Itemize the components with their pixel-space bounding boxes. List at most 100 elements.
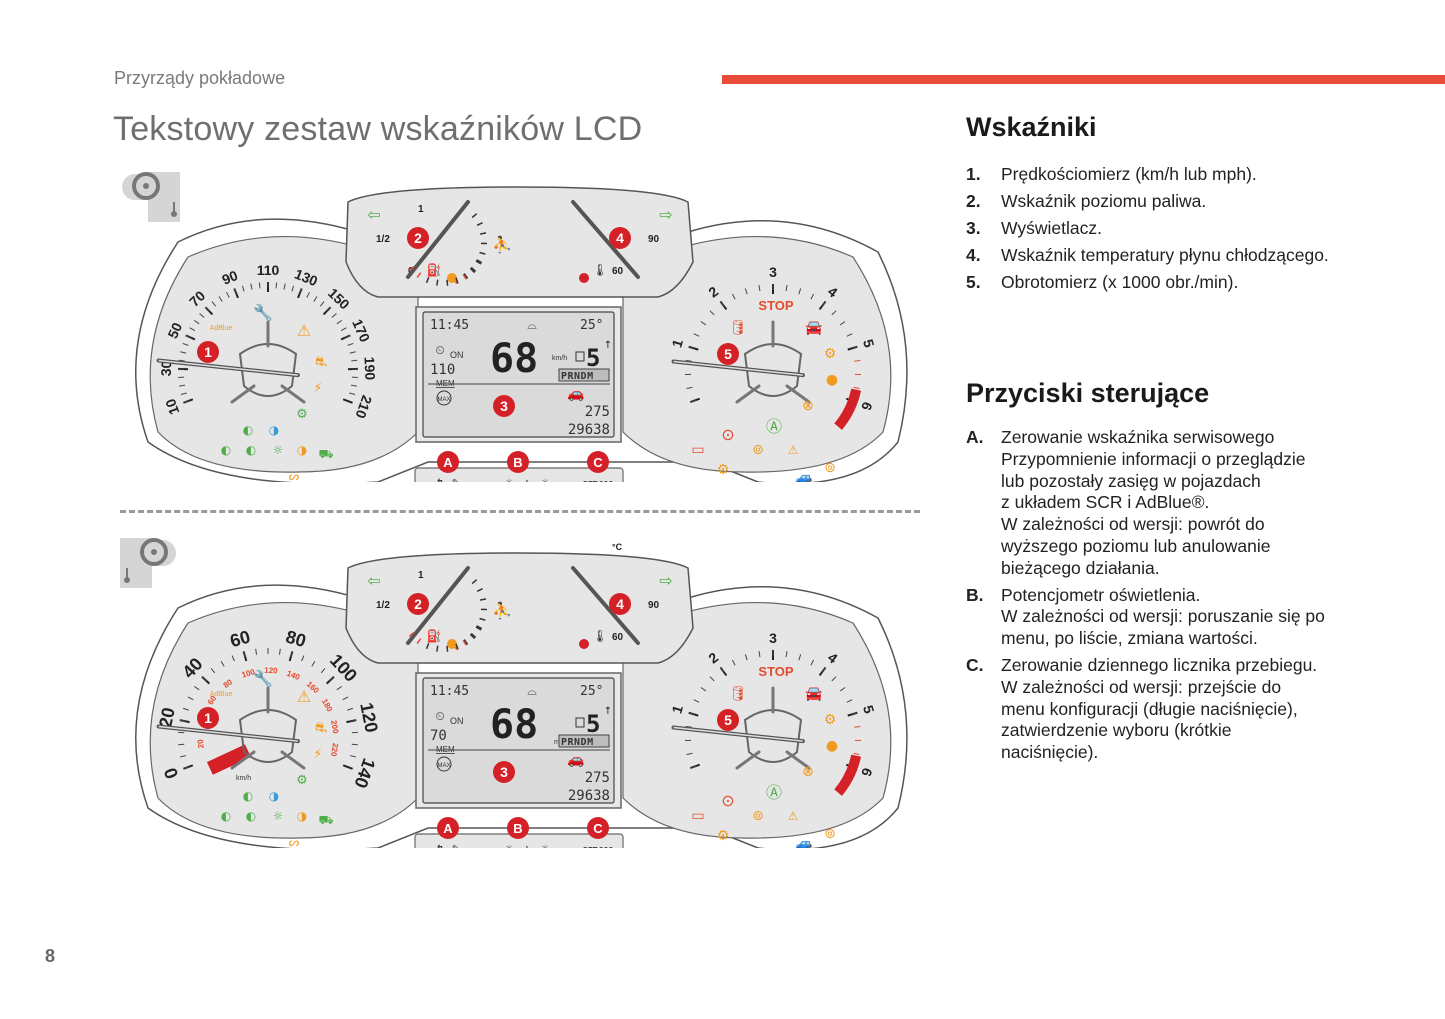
control-button-c[interactable]: CSET000: [583, 451, 614, 482]
button-label: ☼: [541, 844, 550, 848]
callout-number: 2: [414, 230, 422, 246]
item-line: wyższego poziomu lub anulowanie: [1001, 535, 1271, 556]
speedometer-kmh-label: 120: [264, 666, 278, 676]
vehicle-range-icon: 🚗: [567, 752, 584, 768]
front-fog-icon: ◐: [221, 809, 231, 823]
lane-assist-icon: ⚙: [296, 407, 308, 422]
lcd-range: 275: [585, 404, 610, 420]
item-line: W zależności od wersji: poruszanie się p…: [1001, 606, 1325, 627]
thermometer-bulb: [124, 577, 130, 583]
adblue-label: AdBlue: [210, 325, 233, 332]
item-number: A.: [966, 427, 984, 447]
button-callout: [437, 817, 459, 839]
speedometer-minor-tick: [180, 351, 187, 354]
main-beam-icon: ◑: [269, 789, 280, 803]
tachometer-minor-tick: [798, 654, 802, 661]
speedometer-minor-tick: [250, 283, 253, 290]
door-open-icon: 🚘: [805, 320, 823, 336]
item-number: 1.: [966, 164, 981, 184]
speedometer-minor-tick: [336, 319, 343, 325]
section-label: Przyrządy pokładowe: [114, 68, 286, 88]
callout-number: 1: [204, 344, 212, 360]
speedometer-tick-label: 30: [158, 360, 175, 376]
item-number: B.: [966, 584, 984, 605]
redline-zone: [834, 754, 862, 796]
stop-start-icon: Ⓐ: [766, 783, 782, 802]
button-letter: C: [593, 455, 603, 470]
tachometer-minor-tick: [744, 288, 748, 295]
auto-headlamp-icon: ◐: [243, 423, 253, 437]
button-label: -: [489, 844, 493, 848]
control-button-a[interactable]: A↰✎: [436, 451, 460, 482]
fuel-tick: [471, 213, 478, 219]
blind-spot-icon: ⛟: [318, 813, 333, 827]
lcd-speed-unit: km/h: [552, 355, 567, 362]
fuel-tick: [471, 579, 478, 585]
speedometer-minor-tick: [313, 296, 318, 302]
callout-badge: [717, 343, 739, 365]
control-button-b[interactable]: B-☼+☼: [489, 817, 550, 848]
speedometer-minor-tick: [199, 313, 205, 318]
tachometer-minor-tick: [854, 360, 861, 362]
control-button-a[interactable]: A↰✎: [436, 817, 460, 848]
callout-number: 3: [500, 764, 508, 780]
speedometer-tick-label: 190: [362, 356, 379, 380]
top-gauges-pod: [345, 186, 694, 298]
temp-tick: [470, 632, 477, 638]
speedometer-minor-tick: [331, 313, 337, 318]
callout-number: 4: [616, 230, 624, 246]
service-wrench-icon: 🔧: [253, 669, 273, 688]
callout-number: 3: [500, 398, 508, 414]
auto-wiper-icon: ⌓: [527, 684, 537, 698]
tachometer-stop-label: STOP: [758, 664, 793, 679]
esp-icon: 🚙: [795, 470, 812, 482]
button-label: ☼: [541, 478, 550, 482]
main-beam-icon: ◑: [269, 423, 280, 437]
turn-signal-left-icon: ⇦: [367, 205, 380, 224]
speedometer-minor-tick: [340, 327, 347, 332]
fuel-tick: [475, 260, 482, 265]
speedometer-face: [149, 235, 419, 473]
fuel-tick: [462, 273, 467, 280]
speedometer-minor-tick: [189, 327, 196, 332]
fuel-full-label: 1: [418, 570, 424, 581]
speedometer-minor-tick: [291, 285, 295, 292]
hub-spoke: [735, 384, 761, 404]
speedometer-minor-tick: [182, 342, 189, 346]
speedometer-minor-tick: [211, 301, 217, 307]
temp-tick: [416, 272, 422, 279]
indicators-section: Wskaźniki 1.Prędkościomierz (km/h lub mp…: [966, 112, 1386, 296]
lcd-cruise-speed: 70: [430, 728, 447, 744]
control-item-b: B. Potencjometr oświetlenia.W zależności …: [966, 585, 1386, 650]
item-text: Potencjometr oświetlenia.W zależności od…: [1001, 585, 1325, 650]
auto-wiper-icon: ⌓: [527, 318, 537, 332]
lcd-gear-modes: PRNDM: [561, 737, 594, 748]
needle-highlight: [673, 726, 803, 742]
fuel-pump-icon: ⛽: [427, 629, 442, 643]
gear-mode-strip: [558, 368, 610, 382]
callout-number: 5: [724, 712, 732, 728]
rear-fog-icon: ◑: [297, 443, 308, 457]
temp-tick: [425, 642, 430, 650]
speedometer-minor-tick: [329, 676, 335, 682]
tachometer-face: [622, 235, 892, 473]
steering-wheel-lhd-icon: [122, 172, 180, 222]
button-label: ✎: [452, 844, 460, 848]
tachometer-minor-tick: [839, 321, 846, 326]
seatbelt-icon: ⛹: [492, 601, 512, 620]
button-letter: A: [443, 455, 453, 470]
coolant-warning-light: [579, 273, 589, 283]
control-button-b[interactable]: B-☼+☼: [489, 451, 550, 482]
tachometer-minor-tick: [821, 667, 826, 673]
rear-fog-icon: ◑: [297, 809, 308, 823]
button-label: SET: [583, 480, 598, 482]
speedometer-tick-label: 210: [352, 393, 375, 421]
speedometer-tick-label: 10: [162, 397, 182, 417]
control-button-c[interactable]: CSET000: [583, 817, 614, 848]
speedometer-minor-tick: [350, 755, 357, 758]
lcd-max: MAX: [437, 397, 450, 403]
speedometer-minor-tick: [193, 685, 200, 691]
speedometer-minor-tick: [218, 296, 223, 302]
needle-highlight: [158, 725, 298, 742]
